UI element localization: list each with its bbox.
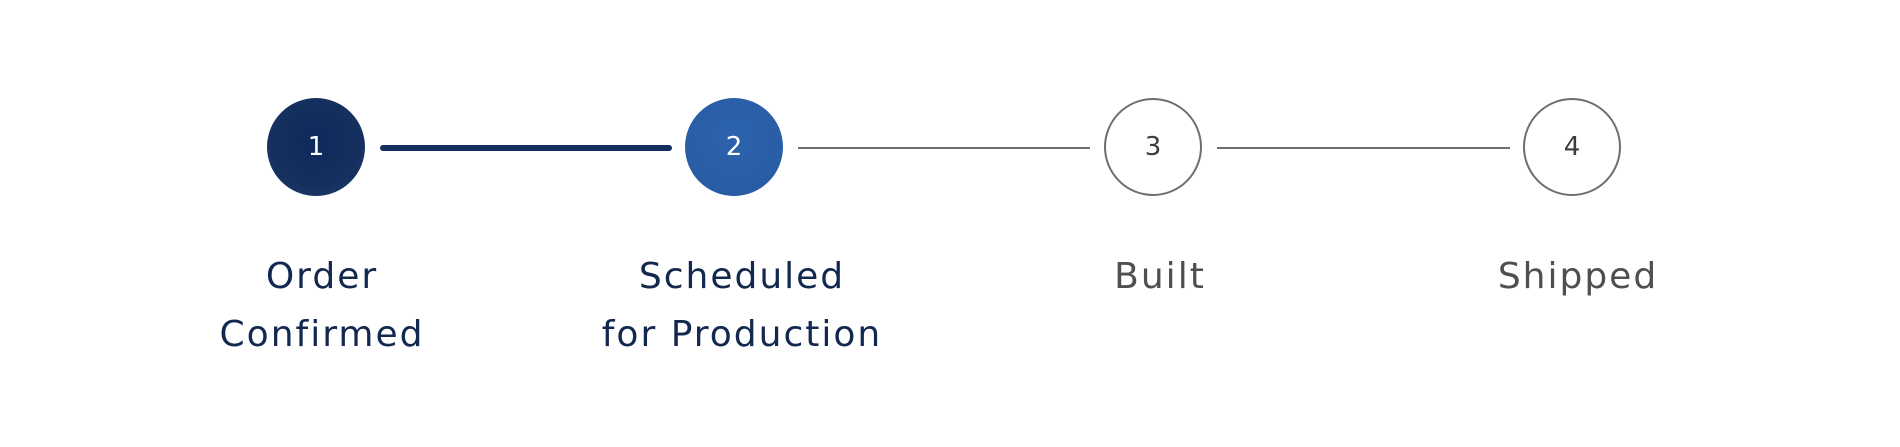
step-1-label: Order Confirmed	[162, 248, 482, 364]
step-3-number: 3	[1144, 132, 1162, 162]
step-1-number: 1	[307, 132, 325, 162]
step-1-circle: 1	[267, 98, 365, 196]
step-3-circle: 3	[1104, 98, 1202, 196]
step-4-number: 4	[1563, 132, 1581, 162]
step-4-circle: 4	[1523, 98, 1621, 196]
step-2-label-line2: for Production	[601, 314, 883, 355]
connector-3-4	[1217, 147, 1510, 149]
step-4-label-line1: Shipped	[1497, 256, 1659, 297]
step-3-label: Built	[1000, 248, 1320, 306]
step-1-label-line1: Order	[265, 256, 379, 297]
step-2-label: Scheduled for Production	[582, 248, 902, 364]
step-1-label-line2: Confirmed	[219, 314, 425, 355]
connector-1-2	[380, 145, 672, 151]
step-2-number: 2	[725, 132, 743, 162]
step-2-label-line1: Scheduled	[638, 256, 846, 297]
connector-2-3	[798, 147, 1090, 149]
step-3-label-line1: Built	[1114, 256, 1206, 297]
step-2-circle: 2	[685, 98, 783, 196]
step-4-label: Shipped	[1418, 248, 1738, 306]
